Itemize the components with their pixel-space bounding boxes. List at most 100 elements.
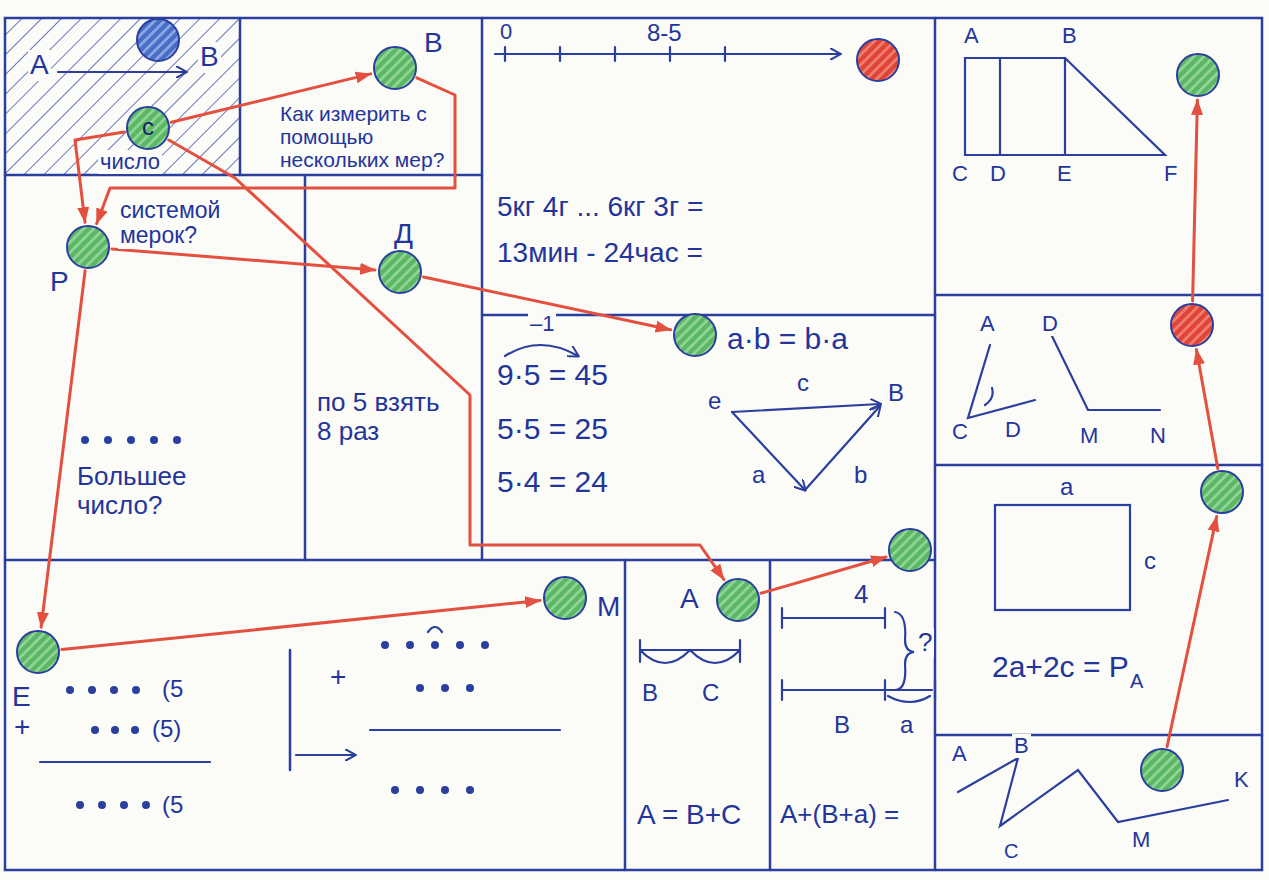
sketch-label: Большее число? xyxy=(75,462,219,519)
sketch-label: A xyxy=(962,24,981,48)
sketch-label: e xyxy=(706,388,723,414)
circle-node xyxy=(673,313,717,357)
grid-line xyxy=(289,650,292,770)
grid-lines xyxy=(5,18,1262,870)
sum-line xyxy=(370,729,560,731)
sketch-label: + xyxy=(12,712,32,743)
sketch-label: a xyxy=(750,462,767,488)
sketch-label: B xyxy=(640,680,660,706)
grid-line xyxy=(935,294,1262,297)
sketch-label: b xyxy=(852,462,869,488)
sketch-label: A xyxy=(950,742,969,766)
sketch-label: A+(B+a) = xyxy=(778,800,901,829)
sketch-label: D xyxy=(1003,418,1023,442)
hatched-cell xyxy=(5,18,240,175)
sketch-label: ? xyxy=(916,628,934,657)
sketch-label: A = B+C xyxy=(635,800,743,831)
node-letter: c xyxy=(128,108,168,146)
sum-line xyxy=(40,761,210,763)
sketch-label: D xyxy=(988,162,1008,186)
grid-line xyxy=(239,18,242,175)
red-arrow xyxy=(75,132,124,222)
red-arrow xyxy=(1196,350,1217,469)
node-letter: Д xyxy=(392,219,415,250)
grid-line xyxy=(5,174,482,177)
number-line xyxy=(495,53,840,55)
sketch-label: F xyxy=(1162,162,1179,186)
sketch-label: A xyxy=(978,312,997,336)
sketch-label: M xyxy=(1130,828,1152,852)
carry-arc xyxy=(428,627,442,632)
outer-frame xyxy=(5,18,1262,870)
node-letter: E xyxy=(10,682,33,713)
sketch-label: 9·5 = 45 xyxy=(495,358,610,391)
node-letter: A xyxy=(678,584,701,615)
grid-line xyxy=(304,175,307,560)
circle-node: M xyxy=(543,576,587,620)
grid-line xyxy=(5,559,935,562)
sketch-label: M xyxy=(1078,424,1100,448)
sketch-label: a xyxy=(1058,474,1075,500)
sketch-label: C xyxy=(950,162,970,186)
sketch-label: C xyxy=(1002,840,1020,862)
sketch-label: C xyxy=(700,680,721,706)
circle-node: c xyxy=(126,106,170,150)
vector-arrow xyxy=(58,71,186,73)
circle-node: E xyxy=(16,630,60,674)
sketch-label: 13мин - 24час = xyxy=(495,238,705,269)
sketch-label: a·b = b·a xyxy=(725,322,850,355)
node-letter: M xyxy=(595,592,622,623)
sketch-label: 8-5 xyxy=(645,20,684,46)
small-arc xyxy=(888,696,930,702)
sketch-label: (5 xyxy=(160,676,185,702)
broken-line xyxy=(1050,332,1160,410)
number-line-ticks xyxy=(505,47,725,61)
sketch-label: B xyxy=(886,380,906,406)
sketch-label: A xyxy=(28,50,51,81)
rectangle-trapezoid xyxy=(965,58,1165,155)
node-letter: B xyxy=(422,28,445,59)
vector-c xyxy=(732,404,880,412)
sketch-label: (5) xyxy=(150,716,183,742)
red-arrow xyxy=(1193,100,1198,301)
brace xyxy=(895,612,914,690)
sketch-label: 2a+2c = P xyxy=(990,650,1131,683)
sketch-label: (5 xyxy=(160,792,185,818)
sketch-label: B xyxy=(198,42,221,73)
vector-a xyxy=(732,412,805,490)
node-letter: P xyxy=(48,267,71,298)
step-arc xyxy=(505,345,578,356)
sketch-label: c xyxy=(1142,548,1158,574)
sketch-label: C xyxy=(950,420,970,444)
sketch-label: K xyxy=(1232,768,1251,792)
sketch-label: B xyxy=(832,712,852,738)
circle-node: P xyxy=(66,225,110,269)
sketch-label: –1 xyxy=(528,312,556,336)
grid-line xyxy=(935,734,1262,737)
grid-line xyxy=(934,18,937,870)
sketch-label: Как измерить с помощью нескольких мер? xyxy=(278,102,447,171)
circle-node xyxy=(856,38,900,82)
transfer-arrow xyxy=(296,754,355,756)
sketch-label: A xyxy=(1128,670,1145,692)
pen-sketches xyxy=(40,47,1228,826)
red-arrow xyxy=(1167,516,1217,746)
vector-b xyxy=(805,406,880,490)
circle-node xyxy=(1140,748,1184,792)
angle-figure xyxy=(968,345,1035,418)
sketch-label: D xyxy=(1040,312,1060,336)
circle-node xyxy=(1176,53,1220,97)
sketch-label: 5кг 4г ... 6кг 3г = xyxy=(495,192,705,223)
red-arrow xyxy=(62,601,540,650)
red-arrow xyxy=(112,249,375,270)
segments xyxy=(782,608,935,700)
zigzag-line xyxy=(958,758,1228,826)
segment-sum xyxy=(640,640,740,663)
sketch-label: по 5 взять 8 раз xyxy=(315,388,459,445)
sketch-label: 4 xyxy=(852,580,870,609)
circle-node xyxy=(888,528,932,572)
red-arrow xyxy=(169,140,724,579)
circle-node: Д xyxy=(378,250,422,294)
circle-node xyxy=(1170,303,1214,347)
